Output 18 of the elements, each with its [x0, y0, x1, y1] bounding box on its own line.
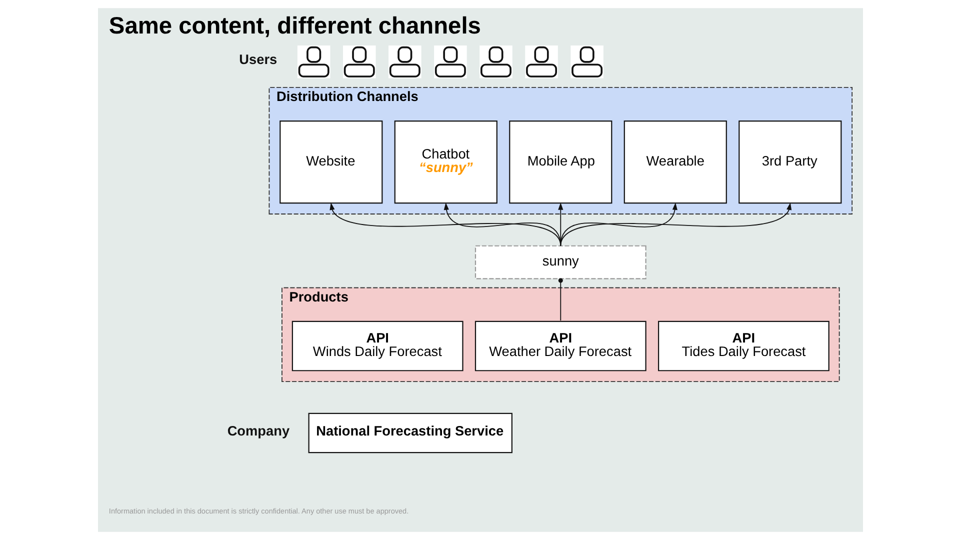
node-box: API Winds Daily Forecast: [291, 320, 463, 372]
label: Users: [238, 52, 277, 68]
node-box: Website: [279, 120, 382, 204]
arrow: [329, 202, 561, 246]
label: Company: [226, 423, 290, 438]
connector: [558, 278, 562, 321]
diagram-title: Same content, different channels: [108, 13, 480, 40]
node-box: 3rd Party: [738, 120, 842, 204]
node-box: Wearable: [623, 120, 726, 204]
label: Information included in this document is strictly confidential. Any other use must be approved.: [108, 506, 408, 516]
node-box: sunny: [474, 245, 646, 280]
node-box: Mobile App: [508, 120, 612, 204]
arrow: [560, 202, 792, 246]
arrow: [560, 202, 677, 246]
node-box: API Weather Daily Forecast: [474, 320, 646, 372]
node-box: Chatbot “sunny”: [394, 120, 497, 204]
node-box: National Forecasting Service: [308, 412, 512, 454]
node-box: API Tides Daily Forecast: [658, 320, 829, 372]
